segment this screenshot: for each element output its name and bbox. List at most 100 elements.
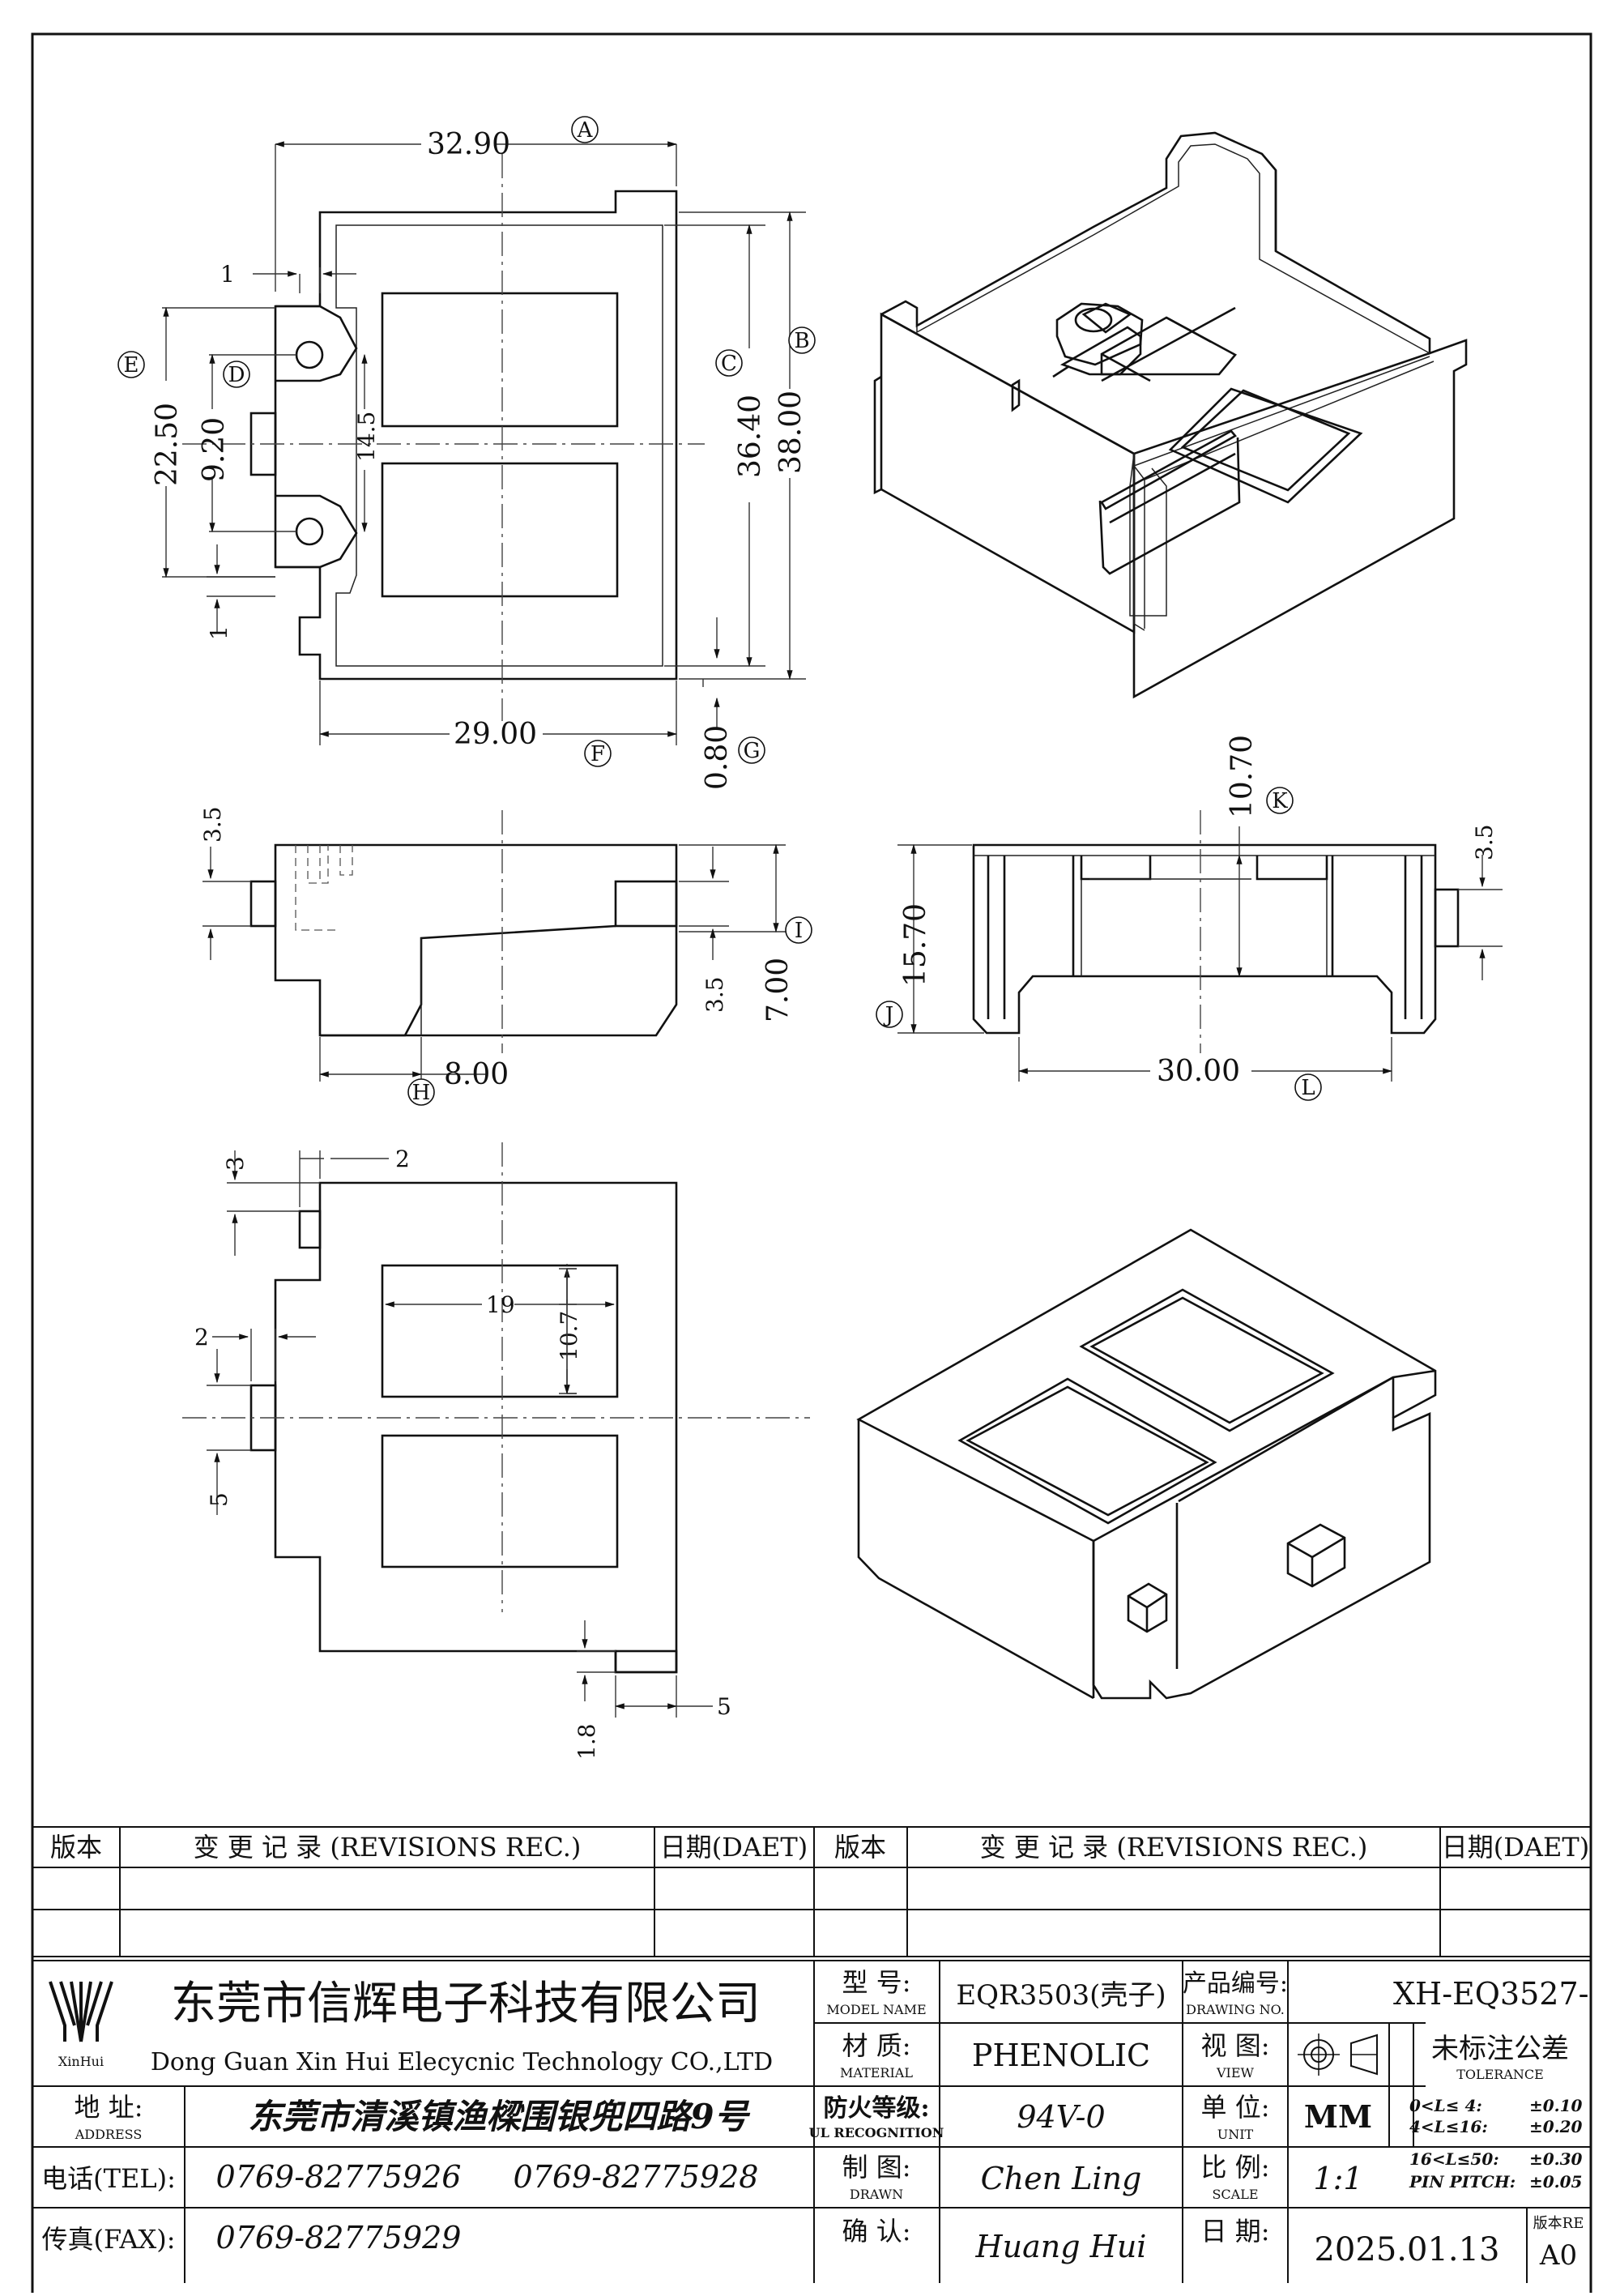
dim-15-70: 15.70 — [899, 903, 932, 987]
label-circle — [584, 740, 612, 767]
date-label: 日 期: — [1201, 2216, 1270, 2247]
dim-10-7: 10.7 — [556, 1311, 582, 1361]
unit-label-en: UNIT — [1217, 2127, 1254, 2142]
label-circle — [571, 116, 599, 143]
dim-1-a: 1 — [220, 261, 235, 288]
label-j: J — [883, 1003, 893, 1027]
version-label: 版本RE — [1533, 2215, 1584, 2232]
address: 东莞市清溪镇渔樑围银兜四路9号 — [248, 2097, 750, 2136]
drawn-label-en: DRAWN — [850, 2187, 903, 2202]
tol-value-4: ±0.05 — [1529, 2172, 1582, 2191]
dim-5-b: 5 — [717, 1693, 731, 1720]
label-circle — [788, 326, 816, 354]
dim-19: 19 — [486, 1291, 515, 1318]
iso-view-open — [873, 131, 1468, 699]
dim-32-90: 32.90 — [427, 128, 510, 161]
product-no-value: XH-EQ3527-1 — [1393, 1976, 1609, 2012]
fire-label-en: UL RECOGNITION — [809, 2125, 944, 2140]
dim-36-40: 36.40 — [734, 395, 767, 478]
dim-5-a: 5 — [206, 1492, 232, 1507]
label-circle — [1266, 787, 1294, 814]
title-block: XinHui 东莞市信辉电子科技有限公司 Dong Guan Xin Hui E… — [32, 1960, 1609, 2283]
label-i: I — [795, 919, 803, 943]
label-circle — [715, 349, 743, 377]
label-k: K — [1272, 789, 1288, 813]
tol-range-1: 0<L≤ 4: — [1409, 2096, 1482, 2115]
dim-2-b: 2 — [194, 1324, 209, 1351]
dim-22-50: 22.50 — [151, 403, 184, 486]
rev-col-version-2: 版本 — [834, 1832, 886, 1863]
unit-value: MM — [1304, 2098, 1372, 2135]
fire-label: 防火等级: — [823, 2094, 929, 2123]
view-label-en: VIEW — [1216, 2065, 1255, 2080]
tol-range-3: 16<L≤50: — [1409, 2149, 1499, 2169]
label-circle — [117, 351, 145, 378]
tel-label: 电话(TEL): — [41, 2163, 176, 2194]
company-name-cn: 东莞市信辉电子科技有限公司 — [171, 1978, 761, 2030]
model-value: EQR3503(壳子) — [956, 1979, 1166, 2012]
fax-label: 传真(FAX): — [41, 2224, 175, 2255]
dim-9-20: 9.20 — [198, 417, 231, 482]
tolerance-en: TOLERANCE — [1456, 2067, 1544, 2082]
dim-38-00: 38.00 — [774, 390, 808, 474]
dim-2-a: 2 — [395, 1146, 410, 1172]
drawn-value: Chen Ling — [981, 2161, 1142, 2196]
label-c: C — [721, 352, 737, 376]
dim-7-00: 7.00 — [761, 958, 795, 1022]
company-logo: XinHui — [49, 1981, 113, 2069]
date-value: 2025.01.13 — [1314, 2231, 1499, 2268]
dim-1-b: 1 — [206, 625, 232, 640]
tol-value-2: ±0.20 — [1529, 2117, 1583, 2136]
iso-view-closed — [856, 1228, 1437, 1700]
version-value: A0 — [1539, 2239, 1577, 2272]
label-b: B — [794, 329, 809, 353]
label-circle — [223, 361, 250, 388]
check-label: 确 认: — [842, 2216, 911, 2247]
dim-29-00: 29.00 — [454, 718, 537, 751]
dim-3-5-b: 3.5 — [701, 976, 728, 1013]
tol-value-3: ±0.30 — [1529, 2149, 1583, 2169]
rev-col-date-2: 日期(DAET) — [1442, 1832, 1589, 1863]
dim-3-5-c: 3.5 — [1471, 824, 1498, 860]
dim-3: 3 — [222, 1156, 249, 1171]
material-value: PHENOLIC — [972, 2038, 1150, 2073]
label-a: A — [577, 118, 594, 143]
logo-caption: XinHui — [58, 2054, 104, 2069]
label-g: G — [744, 739, 761, 763]
scale-value: 1:1 — [1313, 2161, 1362, 2196]
tol-value-1: ±0.10 — [1529, 2096, 1583, 2115]
bottom-view: 2 3 2 5 19 10.7 5 — [182, 1142, 810, 1760]
material-label: 材 质: — [842, 2030, 911, 2061]
label-h: H — [412, 1081, 431, 1105]
label-circle — [407, 1078, 435, 1106]
label-l: L — [1301, 1076, 1315, 1100]
label-circle — [738, 736, 765, 764]
company-name-en: Dong Guan Xin Hui Elecycnic Technology C… — [151, 2048, 773, 2076]
revisions-table: 版本 变 更 记 录 (REVISIONS REC.) 日期(DAET) 版本 … — [32, 1826, 1592, 1957]
product-no-label-en: DRAWING NO. — [1186, 2002, 1285, 2017]
tol-range-4: PIN PITCH: — [1409, 2172, 1516, 2191]
check-value: Huang Hui — [975, 2229, 1147, 2264]
drawn-label: 制 图: — [842, 2152, 911, 2183]
rev-col-date: 日期(DAET) — [660, 1832, 808, 1863]
model-label-en: MODEL NAME — [826, 2002, 926, 2017]
dim-8-00: 8.00 — [444, 1058, 509, 1091]
sheet-frame — [31, 32, 1592, 2296]
tel-2: 0769-82775928 — [514, 2159, 759, 2195]
tol-range-2: 4<L≤16: — [1409, 2117, 1488, 2136]
product-no-label: 产品编号: — [1183, 1970, 1288, 1998]
dim-1-8: 1.8 — [573, 1723, 600, 1760]
material-label-en: MATERIAL — [840, 2065, 913, 2080]
unit-label: 单 位: — [1201, 2092, 1270, 2123]
address-label-en: ADDRESS — [75, 2127, 143, 2142]
label-f: F — [590, 742, 605, 766]
tolerance-title: 未标注公差 — [1431, 2033, 1569, 2065]
label-circle — [876, 1001, 903, 1028]
side-view: 3.5 3.5 7.00 I 8.00 H — [199, 806, 812, 1106]
rev-col-record-2: 变 更 记 录 (REVISIONS REC.) — [980, 1832, 1368, 1863]
fire-value: 94V-0 — [1017, 2099, 1105, 2135]
label-circle — [785, 916, 812, 944]
tel-1: 0769-82775926 — [216, 2159, 462, 2195]
label-circle — [1294, 1073, 1322, 1101]
